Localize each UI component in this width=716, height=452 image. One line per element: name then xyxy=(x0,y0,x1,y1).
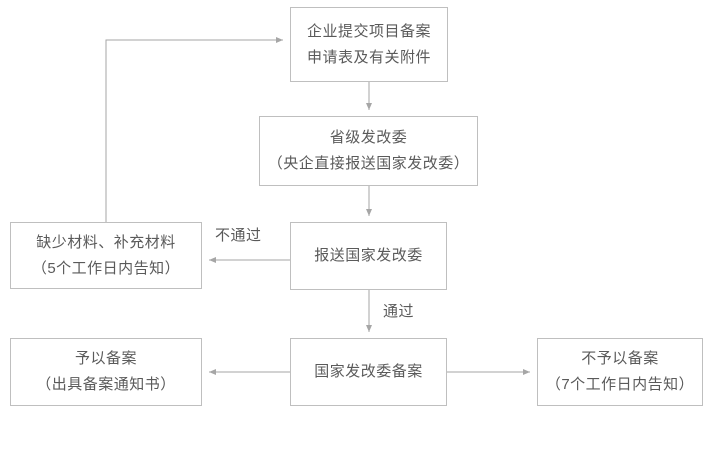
node-missing-materials: 缺少材料、补充材料 （5个工作日内告知） xyxy=(10,222,202,289)
node-approve-line1: 予以备案 xyxy=(74,350,137,367)
node-report-to-national-ndrc: 报送国家发改委 xyxy=(290,222,447,290)
node-provincial-line2: （央企直接报送国家发改委） xyxy=(267,155,470,172)
edge-missing-to-submit xyxy=(105,37,283,222)
node-submit-line2: 申请表及有关附件 xyxy=(306,48,431,66)
edge-label-pass: 通过 xyxy=(381,303,417,321)
node-provincial-ndrc: 省级发改委 （央企直接报送国家发改委） xyxy=(259,116,478,186)
node-approve-filing: 予以备案 （出具备案通知书） xyxy=(10,338,202,406)
node-reject-line2: （7个工作日内告知） xyxy=(545,376,695,393)
node-report-line1: 报送国家发改委 xyxy=(314,247,423,264)
edge-label-fail: 不通过 xyxy=(213,227,264,245)
node-missing-line1: 缺少材料、补充材料 xyxy=(36,233,176,251)
node-reject-filing: 不予以备案 （7个工作日内告知） xyxy=(537,338,703,406)
node-record-line1: 国家发改委备案 xyxy=(314,363,423,380)
node-approve-line2: （出具备案通知书） xyxy=(36,376,176,393)
node-reject-line1: 不予以备案 xyxy=(581,350,659,367)
node-missing-line2: （5个工作日内告知） xyxy=(31,259,181,277)
node-submit-line1: 企业提交项目备案 xyxy=(306,22,431,40)
node-national-ndrc-filing: 国家发改委备案 xyxy=(290,338,447,406)
node-submit-application: 企业提交项目备案 申请表及有关附件 xyxy=(290,7,448,82)
node-provincial-line1: 省级发改委 xyxy=(329,129,408,146)
